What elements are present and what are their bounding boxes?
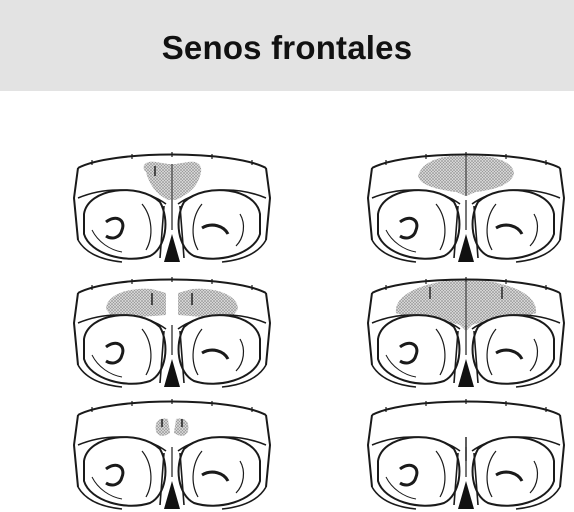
skull-panel-3: [74, 277, 270, 387]
frontal-sinus-illustration: [0, 91, 574, 512]
skull-panel-1: [74, 152, 270, 262]
skull-panel-2: [368, 152, 564, 262]
sinus-shape: [174, 419, 188, 436]
sinus-shape: [106, 289, 166, 317]
slide-title: Senos frontales: [162, 29, 413, 67]
skull-panel-6: [368, 399, 564, 509]
skull-panel-5: [74, 399, 270, 509]
title-bar: Senos frontales: [0, 0, 574, 91]
sinus-shape: [156, 419, 170, 436]
sinus-shape: [178, 289, 238, 317]
frontal-sinus-figure: [0, 91, 574, 512]
skull-panel-4: [368, 277, 564, 387]
